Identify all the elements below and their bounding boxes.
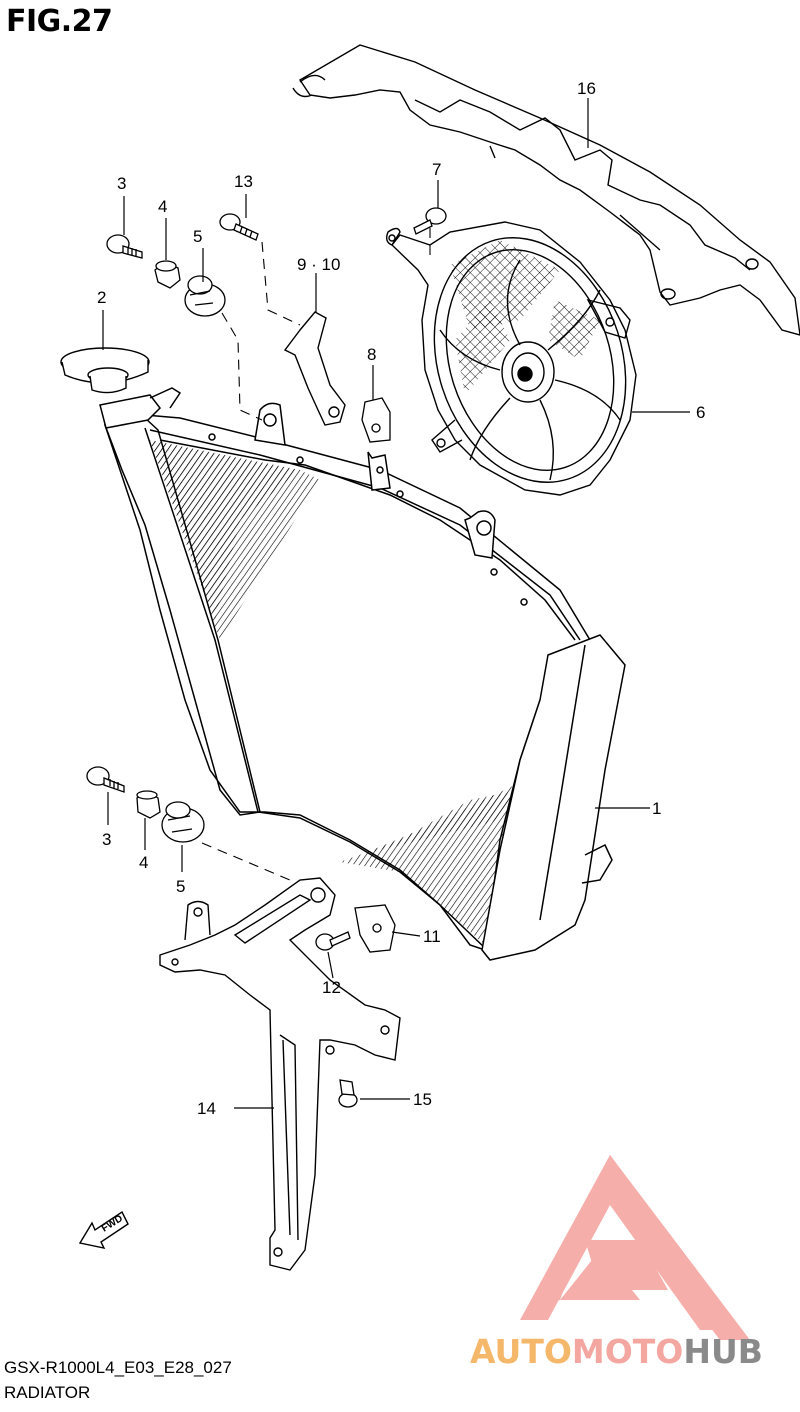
bracket-part-9-10 (283, 311, 346, 426)
radiator-cap-part-2 (60, 347, 150, 394)
radiator-part-1 (99, 387, 626, 961)
callout-14: 14 (197, 1099, 216, 1118)
callout-1: 1 (652, 799, 661, 818)
callout-6: 6 (696, 403, 705, 422)
grommet-part-5-top (184, 275, 226, 317)
screw-part-15 (338, 1079, 358, 1108)
brand-part-hub: HUB (683, 1332, 763, 1371)
callout-16: 16 (577, 79, 596, 98)
model-code: GSX-R1000L4_E03_E28_027 (4, 1358, 232, 1377)
bolt-part-12 (315, 931, 351, 951)
grommet-part-5-bottom (161, 801, 205, 843)
assembly-guide-lines (201, 228, 431, 881)
fwd-arrow-icon: FWD (78, 1210, 129, 1249)
clip-nut-part-8 (361, 397, 391, 443)
cooling-fan-part-6 (385, 221, 637, 496)
watermark-brand: AUTOMOTOHUB (470, 1332, 763, 1371)
collar-part-4-top (154, 260, 181, 289)
callout-leader-lines (102, 98, 690, 1109)
bolt-part-3-bottom (86, 766, 125, 793)
callout-7: 7 (432, 160, 441, 179)
collar-part-4-bottom (136, 790, 161, 819)
callout-2: 2 (97, 288, 106, 307)
bolt-part-13 (219, 213, 259, 241)
lower-bracket-part-14 (159, 877, 401, 1271)
callout-numbers: 3 4 5 13 2 9 · 10 8 7 16 6 1 3 4 5 11 12… (97, 79, 705, 1118)
bolt-part-7 (413, 207, 447, 235)
callout-5-top: 5 (193, 227, 202, 246)
brand-part-auto: AUTO (470, 1332, 572, 1371)
callout-3-bottom: 3 (102, 830, 111, 849)
brand-part-moto: MOTO (571, 1332, 684, 1371)
clip-part-11 (354, 904, 396, 953)
callout-13: 13 (234, 172, 253, 191)
callout-5-bottom: 5 (176, 877, 185, 896)
callout-8: 8 (367, 345, 376, 364)
watermark-logo (520, 1155, 750, 1340)
callout-4-bottom: 4 (139, 853, 148, 872)
callout-4-top: 4 (158, 197, 167, 216)
callout-12: 12 (322, 978, 341, 997)
bolt-part-3-top (106, 234, 143, 259)
upper-bracket-part-16 (292, 44, 800, 336)
callout-9-10: 9 · 10 (297, 255, 340, 274)
section-name: RADIATOR (4, 1383, 91, 1402)
callout-15: 15 (413, 1090, 432, 1109)
callout-3-top: 3 (117, 174, 126, 193)
figure-title: FIG.27 (6, 4, 113, 39)
callout-11: 11 (423, 927, 441, 946)
